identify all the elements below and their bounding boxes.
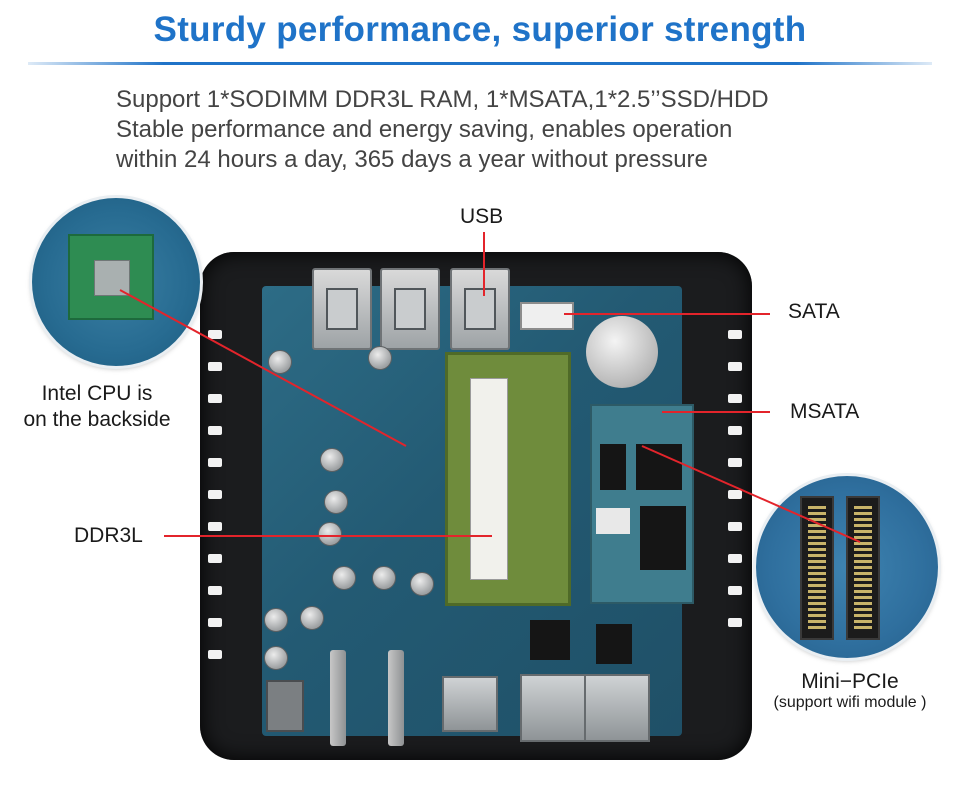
- cpu-chip-icon: [68, 234, 154, 320]
- usb-label: USB: [460, 205, 504, 228]
- ddr3l-ram-icon: [445, 352, 571, 606]
- description-line-1: Support 1*SODIMM DDR3L RAM, 1*MSATA,1*2.…: [116, 86, 769, 113]
- msata-card-icon: [590, 404, 694, 604]
- description-line-3: within 24 hours a day, 365 days a year w…: [116, 146, 708, 173]
- usb-port-2: [380, 268, 440, 350]
- cpu-inset-photo: [32, 198, 200, 366]
- minipcie-slot-2: [846, 496, 880, 640]
- msata-chip-2: [636, 444, 682, 490]
- antenna-mount-2: [388, 650, 404, 746]
- minipcie-inset-photo: [756, 476, 938, 658]
- lan-chip-1: [530, 620, 570, 660]
- usb-port-1: [312, 268, 372, 350]
- minipcie-label: Mini−PCIe: [801, 670, 899, 693]
- cmos-battery-icon: [586, 316, 658, 388]
- usb-port-3: [450, 268, 510, 350]
- minipcie-note: (support wifi module ): [773, 694, 927, 711]
- cpu-label-line-1: Intel CPU is: [41, 382, 153, 405]
- page-title: Sturdy performance, superior strength: [153, 10, 807, 49]
- usb-rear-port: [442, 676, 498, 732]
- rj45-port-2: [584, 674, 650, 742]
- lan-chip-2: [596, 624, 632, 664]
- minipcie-callout-line: [641, 445, 861, 543]
- ddr3l-label: DDR3L: [74, 524, 143, 547]
- minipcie-slot-1: [800, 496, 834, 640]
- ram-label-sticker: [470, 378, 508, 580]
- msata-sticker: [596, 508, 630, 534]
- cpu-callout-line: [119, 289, 407, 447]
- msata-chip-3: [640, 506, 686, 570]
- antenna-mount-1: [330, 650, 346, 746]
- title-divider: [28, 62, 932, 65]
- cpu-label-line-2: on the backside: [23, 408, 171, 431]
- description-line-2: Stable performance and energy saving, en…: [116, 116, 733, 143]
- msata-chip-1: [600, 444, 626, 490]
- sata-label: SATA: [788, 300, 840, 323]
- sata-connector: [520, 302, 574, 330]
- power-jack: [266, 680, 304, 732]
- msata-label: MSATA: [790, 400, 860, 423]
